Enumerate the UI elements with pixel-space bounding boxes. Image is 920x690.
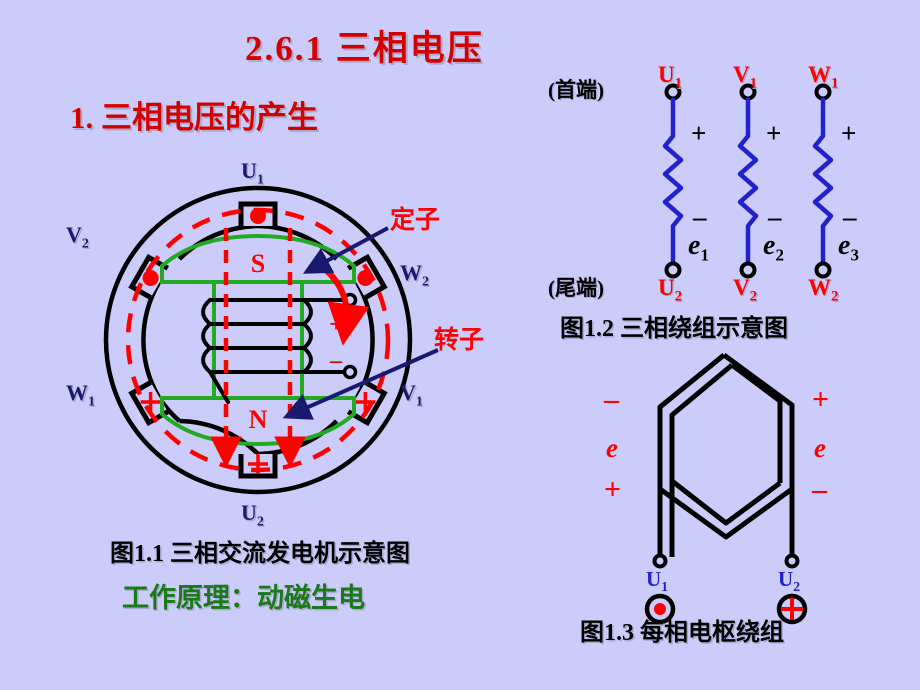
- winding-U: [662, 83, 684, 279]
- stator-pointer-arrow: [302, 226, 389, 274]
- negative-terminal-node: [342, 364, 358, 380]
- figure-1-3-caption: 图1.3 每相电枢绕组: [580, 620, 784, 646]
- armature-coil-svg: [652, 352, 800, 569]
- rotor-north-pole-label: N: [249, 405, 268, 434]
- winding-U-emf-label: e1: [688, 230, 709, 265]
- winding-W-plus-sign: +: [841, 118, 857, 148]
- figure-1-2-three-phase-windings: (首端) (尾端) U1 V1 W1 U2 V2 W2 + + + – – – …: [548, 60, 920, 310]
- coil-right-bottom-sign: –: [812, 473, 827, 506]
- slot-W2: [346, 253, 388, 300]
- rotor-plus-sign: +: [329, 312, 343, 338]
- winding-U-minus-sign: –: [693, 202, 707, 232]
- slot-label-V2: V2: [66, 222, 89, 252]
- slot-label-W1: W1: [66, 380, 95, 410]
- stator-annotation-label: 定子: [390, 207, 441, 234]
- winding-V-plus-sign: +: [766, 118, 782, 148]
- current-into-page-icon: [776, 593, 808, 625]
- coil-left-emf-label: e: [606, 433, 618, 463]
- coil-right-top-sign: +: [812, 383, 830, 416]
- current-out-of-page-icon: [644, 593, 676, 625]
- coil-right-terminal-node: [784, 553, 800, 569]
- winding-V-minus-sign: –: [768, 202, 782, 232]
- coil-left-bottom-sign: +: [604, 473, 622, 506]
- figure-1-2-caption: 图1.2 三相绕组示意图: [560, 316, 788, 342]
- figure-1-1-caption: 图1.1 三相交流发电机示意图: [110, 541, 410, 567]
- coil-U1-label: U1: [646, 567, 669, 596]
- coil-left-top-sign: –: [604, 383, 619, 416]
- winding-W-minus-sign: –: [843, 202, 857, 232]
- winding-V-bottom-label: V2: [733, 275, 758, 305]
- coil-left-terminal-node: [652, 553, 668, 569]
- coil-conductors: [657, 352, 795, 557]
- slot-label-V1: V1: [400, 380, 423, 410]
- winding-W-bottom-label: W2: [808, 275, 839, 305]
- field-winding-coil: [201, 298, 313, 404]
- winding-V-emf-label: e2: [763, 230, 784, 265]
- stator-outer-circle: [103, 185, 413, 495]
- winding-W-top-label: W1: [808, 62, 839, 92]
- slot-V1: [346, 380, 388, 427]
- slot-label-U2: U2: [241, 500, 264, 530]
- winding-W-emf-label: e3: [838, 230, 859, 265]
- coil-U2-label: U2: [778, 567, 801, 596]
- slot-U2: [238, 454, 278, 479]
- page-title: 2.6.1 三相电压: [245, 29, 484, 68]
- figure-1-3-armature-coil: – e + + e – U1 U2: [600, 345, 900, 625]
- winding-V-top-label: V1: [733, 62, 758, 92]
- coil-right-emf-label: e: [814, 433, 826, 463]
- winding-V: [737, 83, 759, 279]
- figure-1-1-generator-diagram: S N + – U1 V2 W1 U2 V1 W2 定子 转子: [66, 159, 498, 529]
- slot-label-U1: U1: [241, 158, 264, 188]
- winding-U-bottom-label: U2: [658, 275, 683, 305]
- slot-U1: [238, 201, 278, 226]
- winding-U-top-label: U1: [658, 62, 683, 92]
- working-principle-note: 工作原理：动磁生电: [122, 583, 365, 613]
- rotor-annotation-label: 转子: [434, 327, 485, 354]
- air-gap-dashed-circle: [125, 207, 391, 473]
- winding-W: [812, 83, 834, 279]
- head-end-label: (首端): [548, 78, 604, 102]
- current-direction-symbols-svg: [644, 593, 808, 625]
- winding-U-plus-sign: +: [691, 118, 707, 148]
- rotor-south-pole-label: S: [251, 249, 265, 278]
- rotor-minus-sign: –: [329, 348, 343, 374]
- rotor-pointer-arrow: [282, 348, 439, 420]
- three-phase-windings-svg: [662, 83, 834, 279]
- section-subtitle: 1. 三相电压的产生: [70, 100, 318, 135]
- tail-end-label: (尾端): [548, 276, 604, 300]
- generator-cross-section-svg: S N + –: [103, 185, 439, 495]
- slot-label-W2: W2: [400, 260, 429, 290]
